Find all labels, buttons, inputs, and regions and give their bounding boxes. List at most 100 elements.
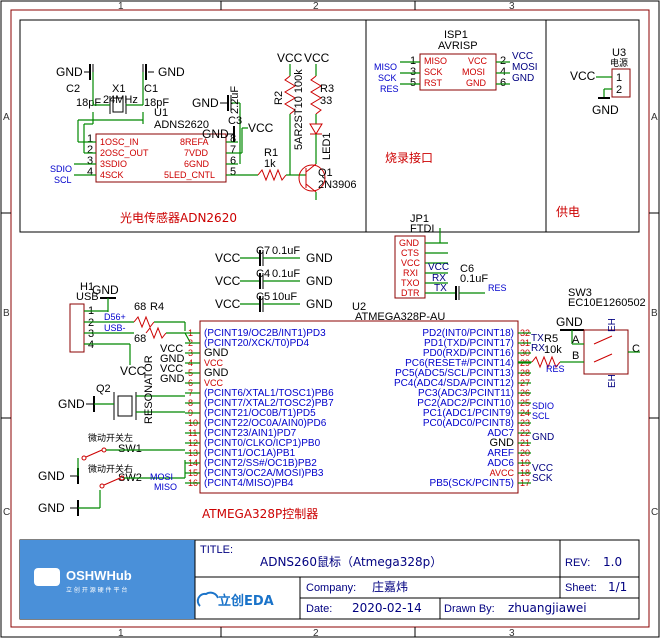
- u2-left-pin-label: (PCINT7/XTAL2/TOSC2)PB7: [204, 398, 334, 409]
- u3-power-connector: U3 电源 1 2 VCC GND: [570, 47, 631, 117]
- svg-text:VCC: VCC: [215, 251, 241, 265]
- svg-text:2: 2: [88, 317, 94, 329]
- u2-right-pin-label: PC4(ADC4/SDA/PCINT12): [394, 378, 514, 389]
- svg-text:EH: EH: [607, 318, 618, 332]
- svg-text:4: 4: [500, 66, 506, 78]
- svg-text:RES: RES: [546, 364, 565, 374]
- svg-text:C6: C6: [460, 263, 474, 275]
- sw3-encoder: SW3 EC10E1260502 GND A B C EH EH RES: [546, 287, 646, 388]
- svg-text:24MHz: 24MHz: [103, 94, 138, 106]
- sheet-label: Sheet:: [565, 582, 597, 594]
- burn-section-title: 烧录接口: [385, 150, 433, 165]
- svg-text:GND: GND: [56, 65, 83, 79]
- svg-text:SW3: SW3: [568, 287, 592, 299]
- svg-text:SW1: SW1: [118, 443, 142, 455]
- svg-text:JP1: JP1: [410, 213, 429, 225]
- svg-text:GND: GND: [92, 283, 119, 297]
- u2-right-pin-label: PD1(TXD/PCINT17): [424, 338, 514, 349]
- grid-col-3-bottom: 3: [509, 628, 515, 638]
- u2-left-pin-label: (PCINT22/OC0A/AIN0)PD6: [204, 418, 327, 429]
- svg-text:2.2uF: 2.2uF: [229, 86, 241, 114]
- grid-col-3: 3: [509, 1, 515, 12]
- svg-text:RESONATOR: RESONATOR: [143, 355, 155, 424]
- u2-pin4-gnd: GND: [160, 353, 185, 365]
- svg-text:3: 3: [87, 155, 93, 167]
- svg-text:VCC: VCC: [468, 56, 488, 66]
- svg-text:1: 1: [616, 72, 622, 84]
- u2-right-pin-label: PC6(RESET#/PCINT14): [405, 358, 514, 369]
- u2-right-pin-label: PC5(ADC5/SCL/PCINT13): [395, 368, 514, 379]
- svg-text:R2: R2: [273, 91, 285, 105]
- svg-text:18pF: 18pF: [76, 97, 101, 109]
- grid-row-b: B: [3, 308, 10, 319]
- u2-pin3-vcc: VCC: [160, 343, 183, 355]
- oshwhub-logo-icon: [34, 568, 60, 586]
- grid-col-1: 1: [118, 1, 124, 12]
- isp1-avrisp: ISP1 AVRISP MISO SCK RST VCC MOSI GND 1 …: [374, 29, 538, 94]
- u1-scl-net: SCL: [54, 175, 72, 185]
- svg-text:2: 2: [87, 144, 93, 156]
- u2-scl-net: SCL: [532, 411, 550, 421]
- svg-text:X1: X1: [112, 83, 125, 95]
- svg-text:AVRISP: AVRISP: [438, 40, 478, 52]
- grid-row-c-right: C: [651, 507, 658, 518]
- lceda-logo-text: 立创EDA: [218, 593, 274, 609]
- svg-text:C4: C4: [256, 268, 270, 280]
- date-label: Date:: [306, 603, 332, 615]
- svg-text:6: 6: [230, 155, 236, 167]
- inner-border: [10, 9, 650, 628]
- u2-left-pin-label: GND: [204, 347, 229, 359]
- svg-text:VCC: VCC: [512, 51, 533, 62]
- svg-text:10k: 10k: [544, 344, 562, 356]
- u2-sdio-net: SDIO: [532, 401, 554, 411]
- drawn-label: Drawn By:: [444, 603, 495, 615]
- svg-text:VCC: VCC: [304, 51, 330, 65]
- svg-text:D56+: D56+: [104, 312, 126, 322]
- drawn-value: zhuangjiawei: [508, 601, 587, 615]
- oshwhub-logo-subtitle: 立 创 开 源 硬 件 平 台: [66, 586, 127, 594]
- svg-text:0.1uF: 0.1uF: [460, 273, 488, 285]
- svg-text:68: 68: [134, 301, 146, 313]
- svg-text:ATMEGA328P-AU: ATMEGA328P-AU: [355, 311, 445, 323]
- c3-capacitor: GND C3 2.2uF GND: [192, 86, 242, 164]
- svg-text:FTDI: FTDI: [410, 223, 434, 235]
- u2-right-pin-label: PC3(ADC3/PCINT11): [418, 388, 514, 399]
- u2-left-pin-label: (PCINT0/CLKO/ICP1)PB0: [204, 438, 321, 449]
- led1: LED1: [309, 123, 333, 160]
- svg-text:USB-: USB-: [104, 323, 126, 333]
- svg-text:VCC: VCC: [428, 262, 449, 273]
- u1-sdio-net: SDIO: [50, 164, 72, 174]
- svg-text:VCC: VCC: [277, 51, 303, 65]
- svg-text:GND: GND: [202, 127, 229, 141]
- rev-value: 1.0: [603, 555, 622, 569]
- svg-text:VCC: VCC: [215, 297, 241, 311]
- u2-right-pin-label: PD0(RXD/PCINT16): [423, 348, 514, 359]
- svg-text:1k: 1k: [264, 158, 276, 170]
- svg-text:MISO: MISO: [374, 62, 397, 72]
- svg-text:ISP1: ISP1: [444, 29, 468, 41]
- svg-text:GND: GND: [58, 397, 85, 411]
- jp1-ftdi: JP1 FTDI GND CTS VCC RXI TXO DTR VCC RX …: [394, 213, 507, 300]
- svg-text:GND: GND: [556, 315, 583, 329]
- svg-text:4: 4: [88, 339, 94, 351]
- c2-capacitor: GND C2 18pF: [56, 64, 101, 109]
- title-block: OSHWHub 立 创 开 源 硬 件 平 台 TITLE: ADNS260鼠标…: [19, 539, 640, 620]
- svg-text:GND: GND: [306, 274, 333, 288]
- svg-text:2N3906: 2N3906: [318, 179, 357, 191]
- u2-miso-net: MISO: [154, 482, 177, 492]
- svg-text:RES: RES: [488, 283, 507, 293]
- svg-text:1OSC_IN: 1OSC_IN: [100, 137, 139, 147]
- u2-right-pin-label: AREF: [487, 448, 514, 459]
- u2-left-pin-label: (PCINT23/AIN1)PD7: [204, 428, 297, 439]
- svg-text:GND: GND: [466, 78, 487, 88]
- power-section-title: 供电: [556, 205, 580, 219]
- svg-text:8REFA: 8REFA: [180, 137, 209, 147]
- svg-text:0.1uF: 0.1uF: [272, 245, 300, 257]
- svg-text:GND: GND: [399, 238, 420, 248]
- svg-text:MOSI: MOSI: [512, 62, 538, 73]
- grid-row-b-right: B: [651, 308, 658, 319]
- svg-text:4: 4: [87, 166, 93, 178]
- svg-text:R4: R4: [150, 301, 164, 313]
- svg-text:RX: RX: [432, 273, 446, 284]
- u2-left-pin-label: (PCINT4/MISO)PB4: [204, 478, 294, 489]
